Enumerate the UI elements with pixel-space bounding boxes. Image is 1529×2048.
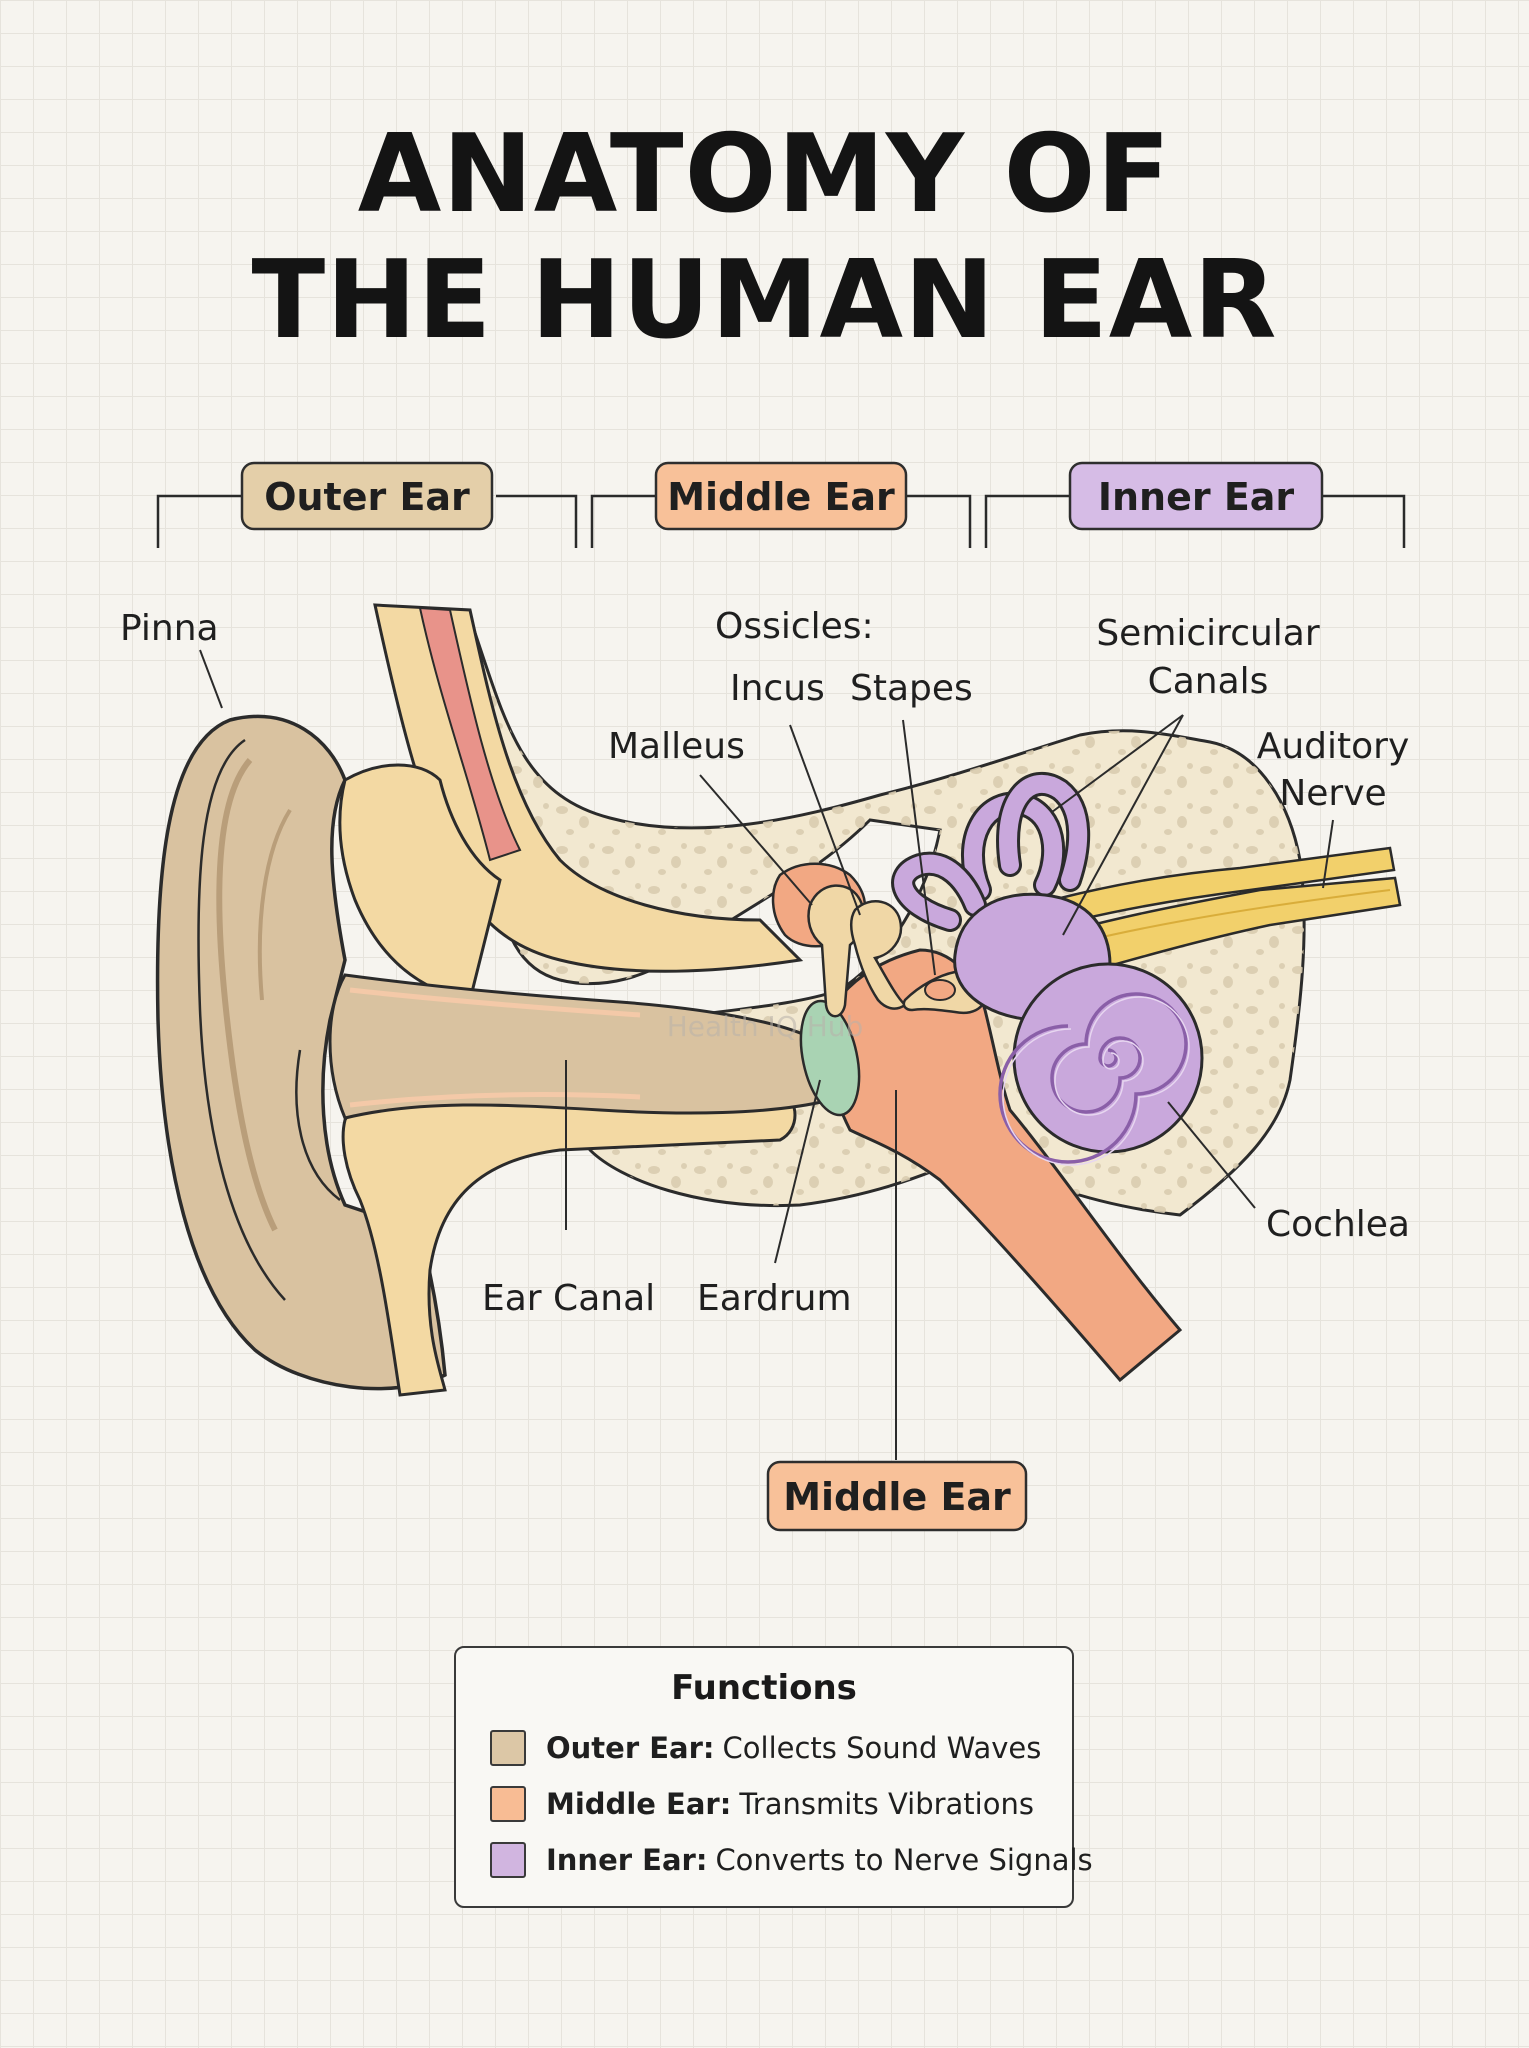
section-middle-ear-label: Middle Ear — [667, 475, 895, 519]
cochlea — [998, 962, 1204, 1166]
label-auditory-line-1: Auditory — [1257, 726, 1410, 767]
section-outer-ear: Outer Ear — [240, 461, 494, 531]
title-line-2: THE HUMAN EAR — [251, 238, 1278, 363]
legend-item-desc: Converts to Nerve Signals — [715, 1843, 1093, 1877]
section-brackets — [156, 494, 1406, 548]
middle-ear-callout: Middle Ear — [766, 1460, 1028, 1532]
legend-swatch-outer-ear — [490, 1730, 526, 1766]
middle-ear-callout-label: Middle Ear — [783, 1475, 1011, 1519]
section-outer-ear-label: Outer Ear — [264, 475, 470, 519]
legend-item-desc: Collects Sound Waves — [722, 1731, 1042, 1765]
inner-ear — [891, 771, 1204, 1166]
legend-item-name: Outer Ear: — [546, 1731, 715, 1765]
eardrum — [799, 999, 861, 1117]
leader-lines — [199, 649, 1334, 1460]
label-ossicles: Ossicles: — [715, 606, 874, 647]
legend-item-outer-ear: Outer Ear: Collects Sound Waves — [490, 1728, 1041, 1768]
functions-legend: Functions Outer Ear: Collects Sound Wave… — [454, 1646, 1093, 1908]
middle-ear-callout-pill — [766, 1460, 1028, 1532]
label-incus: Incus — [730, 668, 825, 709]
label-auditory-line-2: Nerve — [1279, 773, 1386, 814]
label-pinna: Pinna — [120, 608, 219, 649]
legend-item-name: Inner Ear: — [546, 1843, 708, 1877]
label-eardrum: Eardrum — [697, 1278, 852, 1319]
label-semicircular-line-2: Canals — [1148, 661, 1269, 702]
section-inner-ear-label: Inner Ear — [1098, 475, 1295, 519]
watermark: Health IQ Hub — [667, 1010, 864, 1043]
label-semicircular-line-1: Semicircular — [1096, 613, 1320, 654]
section-outer-ear-pill — [240, 461, 494, 531]
label-stapes: Stapes — [850, 668, 973, 709]
section-inner-ear: Inner Ear — [1068, 461, 1324, 531]
legend-item-name: Middle Ear: — [546, 1787, 732, 1821]
legend-title: Functions — [671, 1668, 857, 1708]
section-middle-ear-pill — [654, 461, 908, 531]
legend-item-inner-ear: Inner Ear: Converts to Nerve Signals — [490, 1840, 1093, 1880]
label-malleus: Malleus — [608, 726, 745, 767]
legend-item-middle-ear: Middle Ear: Transmits Vibrations — [490, 1784, 1034, 1824]
legend-swatch-inner-ear — [490, 1842, 526, 1878]
title-line-1: ANATOMY OF — [357, 112, 1172, 237]
label-ear-canal: Ear Canal — [482, 1278, 655, 1319]
label-cochlea: Cochlea — [1266, 1204, 1410, 1245]
ear-canal — [328, 973, 833, 1120]
malleus — [807, 884, 865, 1018]
page-title: ANATOMY OF THE HUMAN EAR — [0, 112, 1529, 364]
legend-swatch-middle-ear — [490, 1786, 526, 1822]
section-inner-ear-pill — [1068, 461, 1324, 531]
legend-item-desc: Transmits Vibrations — [739, 1787, 1034, 1821]
section-middle-ear: Middle Ear — [654, 461, 908, 531]
